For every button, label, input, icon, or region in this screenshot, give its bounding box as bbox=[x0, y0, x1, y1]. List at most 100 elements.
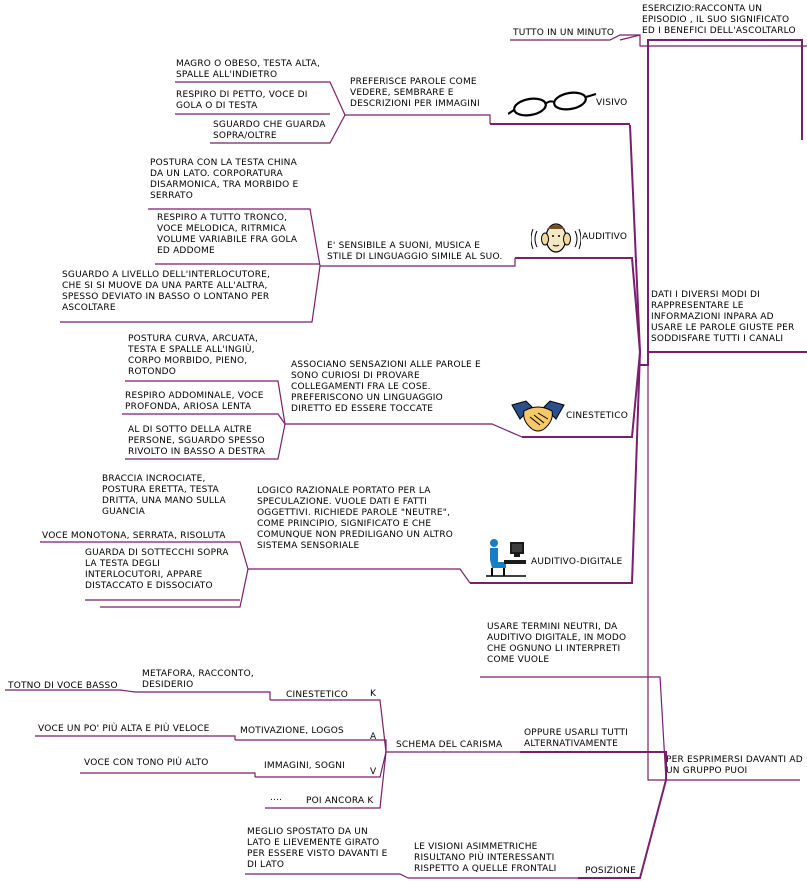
digitale-postura-line: DRITTA, UNA MANO SULLA bbox=[102, 496, 226, 506]
auditivo-postura: POSTURA CON LA TESTA CHINA DA UN LATO. C… bbox=[150, 158, 298, 202]
neutri-line: AUDITIVO DIGITALE, IN MODO bbox=[487, 633, 627, 643]
schema-tono-basso: TOTNO DI VOCE BASSO bbox=[8, 681, 118, 691]
connector-voce2 bbox=[35, 735, 236, 740]
auditivo-respiro: RESPIRO A TUTTO TRONCO, VOCE MELODICA, R… bbox=[157, 213, 297, 257]
esercizio-line: ESERCIZIO:RACCONTA UN bbox=[642, 4, 763, 14]
schema-a: A bbox=[370, 732, 377, 742]
digitale-desc: LOGICO RAZIONALE PORTATO PER LA SPECULAZ… bbox=[257, 486, 453, 552]
connector-a bbox=[235, 739, 387, 752]
cinestetico-sguardo-line: AL DI SOTTO DELLA ALTRE bbox=[128, 425, 252, 435]
meglio-line: MEGLIO SPOSTATO DA UN bbox=[247, 827, 368, 837]
digitale-desc-line: LOGICO RAZIONALE PORTATO PER LA bbox=[257, 486, 431, 496]
digitale-desc-line: SPECULAZIONE. VUOLE DATI E FATTI bbox=[257, 497, 427, 507]
visioni-node: LE VISIONI ASIMMETRICHE RISULTANO PIÙ IN… bbox=[414, 842, 557, 875]
digitale-sguardo-line: DISTACCATO E DISSOCIATO bbox=[85, 581, 213, 591]
root-line: USARE LE PAROLE GIUSTE PER bbox=[651, 323, 795, 333]
neutri-line: USARE TERMINI NEUTRI, DA bbox=[487, 622, 618, 632]
connector-digitale-desc bbox=[248, 568, 471, 584]
connector-alternativamente bbox=[632, 751, 667, 780]
schema-voce-tono: VOCE CON TONO PIÙ ALTO bbox=[84, 758, 209, 768]
schema-k2: POI ANCORA K bbox=[306, 796, 374, 806]
cinestetico-postura-line: POSTURA CURVA, ARCUATA, bbox=[128, 334, 259, 344]
neutri-line: COME VUOLE bbox=[487, 655, 550, 665]
schema-metafora: METAFORA, RACCONTO, DESIDERIO bbox=[142, 669, 254, 691]
connector-auditivo bbox=[515, 257, 641, 353]
schema-motivazione: MOTIVAZIONE, LOGOS bbox=[240, 726, 344, 736]
schema-v: V bbox=[370, 767, 377, 777]
connector-auditivo-c bbox=[60, 265, 321, 323]
connector-visivo-desc bbox=[345, 114, 491, 124]
auditivo-postura-line: DA UN LATO. CORPORATURA bbox=[150, 169, 283, 179]
cinestetico-sguardo-line: RIVOLTO IN BASSO A DESTRA bbox=[128, 447, 266, 457]
root-topic: DATI I DIVERSI MODI DI RAPPRESENTARE LE … bbox=[651, 290, 794, 345]
cinestetico-respiro: RESPIRO ADDOMINALE, VOCE PROFONDA, ARIOS… bbox=[125, 391, 264, 413]
visivo-respiro: RESPIRO DI PETTO, VOCE DI GOLA O DI TEST… bbox=[176, 90, 308, 112]
ear-face-icon bbox=[531, 223, 581, 253]
esprimersi-line: PER ESPRIMERSI DAVANTI AD bbox=[666, 755, 803, 765]
connector-visivo-root bbox=[629, 124, 641, 353]
neutri-node: USARE TERMINI NEUTRI, DA AUDITIVO DIGITA… bbox=[487, 622, 626, 666]
root-line: RAPPRESENTARE LE bbox=[651, 301, 744, 311]
root-line: INFORMAZIONI INPARA AD bbox=[651, 312, 774, 322]
auditivo-sguardo-line: SPESSO DEVIATO IN BASSO O LONTANO PER bbox=[62, 292, 270, 302]
connector-visivo-a bbox=[175, 81, 346, 116]
auditivo-respiro-line: VOCE MELODICA, RITRMICA bbox=[157, 224, 287, 234]
schema-dots: .... bbox=[270, 793, 283, 803]
cinestetico-sguardo: AL DI SOTTO DELLA ALTRE PERSONE, SGUARDO… bbox=[128, 425, 265, 458]
handshake-icon bbox=[511, 400, 565, 432]
cinestetico-label: CINESTETICO bbox=[566, 411, 628, 421]
digitale-postura-line: GUANCIA bbox=[102, 507, 145, 517]
cinestetico-sguardo-line: PERSONE, SGUARDO SPESSO bbox=[128, 436, 265, 446]
connector-posizione bbox=[578, 779, 667, 879]
digitale-desc-line: OGGETTIVI. RICHIEDE PAROLE "NEUTRE", bbox=[257, 508, 451, 518]
root-line: DATI I DIVERSI MODI DI bbox=[651, 290, 760, 300]
digitale-postura-line: BRACCIA INCROCIATE, bbox=[102, 474, 206, 484]
connector-cinestetico-desc bbox=[285, 423, 523, 438]
metafora-line: DESIDERIO bbox=[142, 680, 194, 690]
connector-v bbox=[255, 751, 387, 778]
auditivo-desc-line: STILE DI LINGUAGGIO SIMILE AL SUO. bbox=[327, 252, 503, 262]
auditivo-respiro-line: ED ADDOME bbox=[157, 246, 215, 256]
computer-user-icon bbox=[486, 539, 526, 577]
auditivo-sguardo-line: CHE SI SI MUOVE DA UNA PARTE ALL'ALTRA, bbox=[62, 281, 268, 291]
auditivo-postura-line: SERRATO bbox=[150, 191, 193, 201]
visivo-respiro-line: RESPIRO DI PETTO, VOCE DI bbox=[176, 90, 308, 100]
connector-tono1 bbox=[5, 689, 136, 693]
visivo-desc-line: VEDERE, SEMBRARE E bbox=[350, 88, 454, 98]
esercizio-node: ESERCIZIO:RACCONTA UN EPISODIO , IL SUO … bbox=[642, 4, 796, 37]
auditivo-label: AUDITIVO bbox=[582, 232, 628, 242]
auditivo-postura-line: DISARMONICA, TRA MORBIDO E bbox=[150, 180, 299, 190]
visivo-sguardo-line: SGUARDO CHE GUARDA bbox=[213, 120, 326, 130]
digitale-desc-line: COMUNQUE NON PREDILIGANO UN ALTRO bbox=[257, 530, 454, 540]
digitale-postura: BRACCIA INCROCIATE, POSTURA ERETTA, TEST… bbox=[102, 474, 226, 518]
neutri-line: CHE OGNUNO LI INTERPRETI bbox=[487, 644, 621, 654]
meglio-line: LATO E LIEVEMENTE GIRATO bbox=[247, 838, 380, 848]
schema-cinestetico: CINESTETICO bbox=[286, 690, 348, 700]
connector-visivo-c bbox=[210, 114, 346, 144]
connector-voce3 bbox=[80, 772, 256, 777]
schema-k: K bbox=[370, 689, 377, 699]
esercizio-line: EPISODIO , IL SUO SIGNIFICATO bbox=[642, 15, 790, 25]
connector-esercizio bbox=[619, 34, 807, 47]
connector-k2 bbox=[265, 751, 387, 809]
digitale-sguardo-line: GUARDA DI SOTTECCHI SOPRA bbox=[85, 548, 229, 558]
schema-immagini: IMMAGINI, SOGNI bbox=[264, 761, 346, 771]
visivo-desc: PREFERISCE PAROLE COME VEDERE, SEMBRARE … bbox=[350, 77, 480, 110]
visivo-desc-line: DESCRIZIONI PER IMMAGINI bbox=[350, 99, 480, 109]
digitale-desc-line: COME PRINCIPIO, SIGNIFICATO E CHE bbox=[257, 519, 432, 529]
connector-auditivo-desc bbox=[320, 258, 516, 267]
posizione-label: POSIZIONE bbox=[585, 866, 637, 876]
alternativamente-line: ALTERNATIVAMENTE bbox=[524, 739, 619, 749]
auditivo-sguardo-line: SGUARDO A LIVELLO DELL'INTERLOCUTORE, bbox=[62, 270, 271, 280]
connector-cinestetico bbox=[522, 351, 641, 438]
cinestetico-desc-line: DIRETTO ED ESSERE TOCCATE bbox=[291, 404, 434, 414]
connector-cinestetico-a bbox=[125, 380, 286, 425]
cinestetico-postura-line: ROTONDO bbox=[128, 367, 177, 377]
digitale-desc-line: SISTEMA SENSORIALE bbox=[257, 541, 360, 551]
connector-root-bottom bbox=[640, 364, 800, 781]
esprimersi-line: UN GRUPPO PUOI bbox=[666, 766, 748, 776]
digitale-label: AUDITIVO-DIGITALE bbox=[531, 557, 623, 567]
schema-voce-alta: VOCE UN PO' PIÙ ALTA E PIÙ VELOCE bbox=[38, 724, 210, 734]
minuto-label: TUTTO IN UN MINUTO bbox=[513, 28, 615, 38]
cinestetico-desc-line: PREFERISCONO UN LINGUAGGIO bbox=[291, 393, 443, 403]
